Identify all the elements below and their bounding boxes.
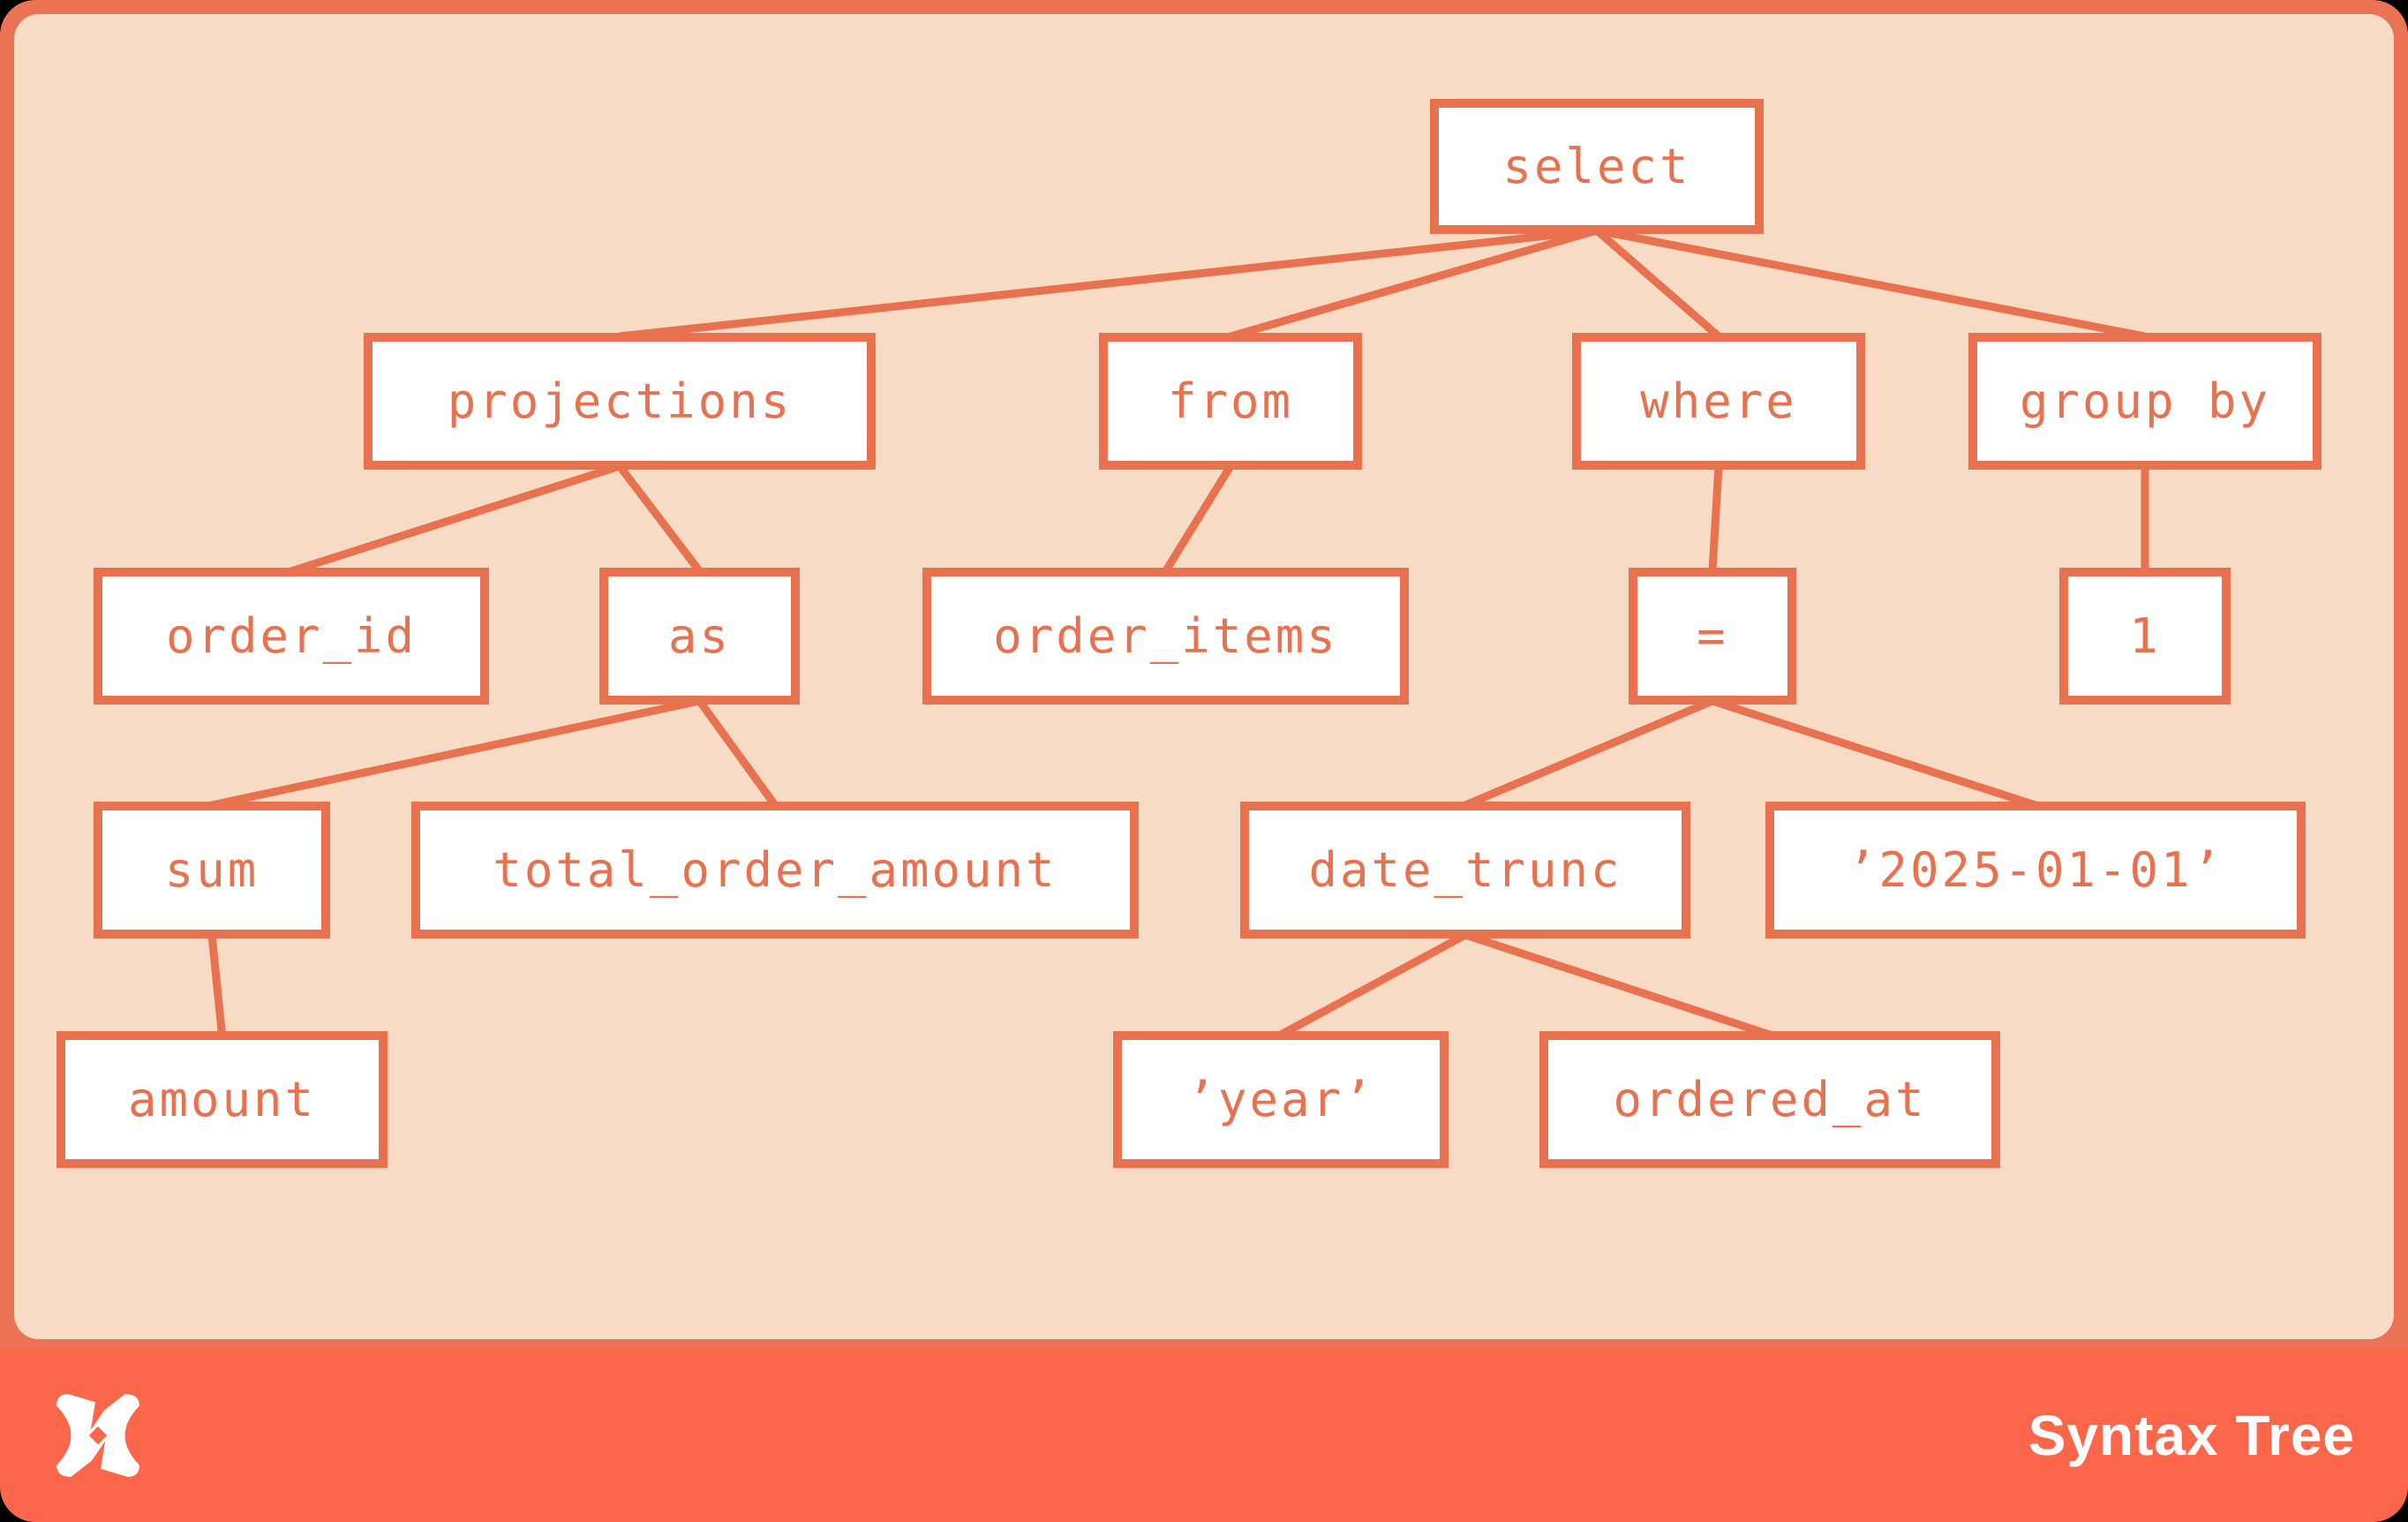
tree-node-from: from: [1099, 333, 1362, 470]
footer-title: Syntax Tree: [2028, 1403, 2355, 1467]
tree-node-order_id: order_id: [94, 568, 489, 704]
panel-frame: select projections from where group by order_…: [0, 0, 2408, 1348]
edge-eq-date_trunc: [1464, 697, 1714, 810]
tree-node-select: select: [1430, 99, 1764, 234]
tree-node-ordered_at: ordered_at: [1539, 1031, 2000, 1168]
tree-node-total: total_order_amount: [411, 802, 1139, 938]
edge-as-total: [696, 698, 779, 808]
edge-projections-as: [616, 463, 704, 574]
tree-node-year_lit: ’year’: [1113, 1031, 1449, 1168]
edge-where-eq: [1708, 465, 1723, 572]
tree-edges: [207, 226, 2149, 1039]
tree-node-amount: amount: [56, 1031, 388, 1168]
edge-select-group_by: [1596, 226, 2146, 341]
edge-sum-amount: [207, 934, 226, 1036]
edge-as-sum: [211, 697, 701, 810]
edge-eq-date_lit: [1711, 697, 2037, 810]
dbt-logo-icon: [56, 1393, 139, 1477]
edge-from-order_items: [1162, 463, 1234, 574]
edge-date_trunc-year_lit: [1278, 931, 1468, 1038]
edge-projections-order_id: [290, 462, 621, 576]
tree-node-as: as: [599, 568, 800, 704]
edge-select-where: [1594, 227, 1721, 340]
tree-node-sum: sum: [94, 802, 330, 938]
tree-node-eq: =: [1629, 568, 1796, 704]
tree-node-projections: projections: [364, 333, 876, 470]
edge-date_trunc-ordered_at: [1464, 931, 1772, 1039]
edge-select-from: [1229, 226, 1599, 341]
tree-panel: select projections from where group by order_…: [14, 14, 2394, 1339]
edge-select-projections: [619, 226, 1598, 341]
footer-bar: Syntax Tree: [0, 1348, 2408, 1522]
tree-node-one: 1: [2059, 568, 2231, 704]
tree-node-order_items: order_items: [922, 568, 1409, 704]
tree-node-date_trunc: date_trunc: [1240, 802, 1690, 938]
tree-node-date_lit: ’2025-01-01’: [1765, 802, 2306, 938]
tree-node-group_by: group by: [1968, 333, 2321, 470]
tree-node-where: where: [1572, 333, 1865, 470]
